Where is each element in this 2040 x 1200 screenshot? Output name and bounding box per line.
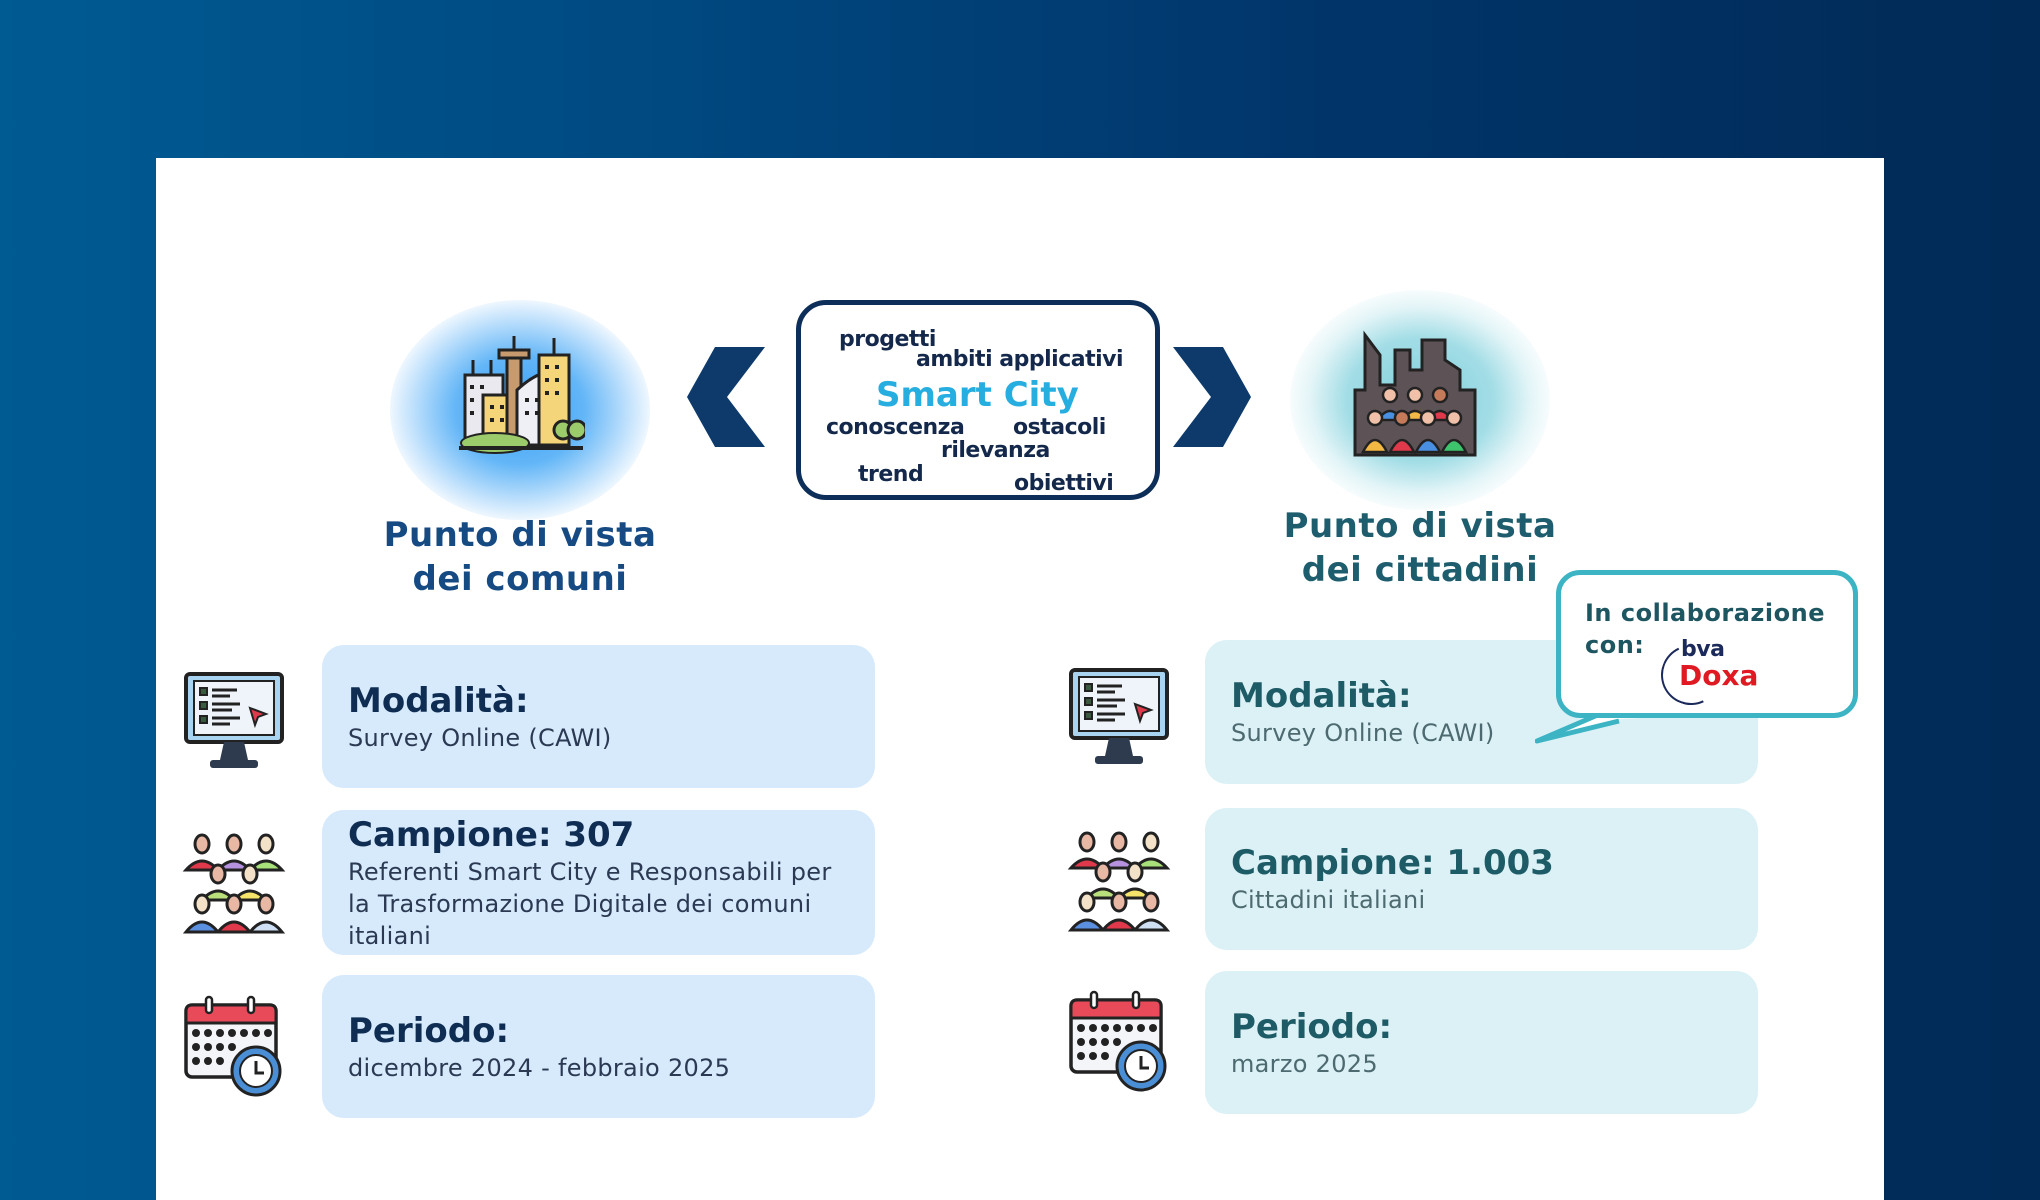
callout-line1: In collaborazione [1585,599,1825,627]
cloud-word: ostacoli [1013,415,1106,440]
method-label: Modalità: [1231,676,1412,716]
right-period-box: Periodo: marzo 2025 [1205,971,1758,1114]
period-label: Periodo: [348,1010,510,1051]
right-title-line1: Punto di vista [1283,506,1557,546]
cloud-word: rilevanza [941,438,1050,463]
left-period-box: Periodo: dicembre 2024 - febbraio 2025 [322,975,875,1118]
cloud-word: obiettivi [1014,471,1114,496]
sample-value: Cittadini italiani [1231,886,1426,914]
cloud-center-term: Smart City [876,375,1079,415]
left-title-line1: Punto di vista [383,515,657,555]
collaboration-callout: In collaborazione con: bva Doxa [1556,570,1858,718]
sample-label: Campione: 1.003 [1231,843,1554,883]
period-value: marzo 2025 [1231,1049,1378,1078]
callout-line2: con: [1585,631,1645,659]
doxa-logo-text: Doxa [1679,659,1759,692]
method-value: Survey Online (CAWI) [1231,719,1495,747]
calendar-clock-icon [1069,990,1167,1092]
cloud-word: progetti [839,327,936,352]
period-value: dicembre 2024 - febbraio 2025 [348,1053,731,1082]
cloud-word: trend [858,462,924,487]
left-title-line2: dei comuni [412,559,628,599]
bva-logo-text: bva [1681,637,1725,662]
people-group-icon [182,833,286,934]
monitor-survey-icon [184,672,284,768]
left-sample-box: Campione: 307 Referenti Smart City e Res… [322,810,875,955]
chevron-right-icon [1173,347,1251,447]
city-buildings-icon [459,336,585,454]
method-label: Modalità: [348,680,529,721]
chevron-left-icon [687,347,765,447]
people-group-icon [1067,831,1171,932]
right-column-title: Punto di vista dei cittadini [1250,504,1590,592]
left-method-box: Modalità: Survey Online (CAWI) [322,645,875,788]
left-column-title: Punto di vista dei comuni [350,513,690,601]
smart-city-word-cloud: progetti ambiti applicativi Smart City c… [796,300,1160,500]
cloud-word: conoscenza [826,415,965,440]
cloud-word: ambiti applicativi [916,347,1124,372]
monitor-survey-icon [1069,668,1169,764]
citizens-city-icon [1353,330,1477,457]
calendar-clock-icon [184,995,282,1097]
sample-label: Campione: 307 [348,814,635,855]
sample-value: Referenti Smart City e Responsabili per … [348,857,832,950]
right-sample-box: Campione: 1.003 Cittadini italiani [1205,808,1758,950]
period-label: Periodo: [1231,1006,1393,1047]
method-value: Survey Online (CAWI) [348,723,612,752]
right-title-line2: dei cittadini [1301,550,1539,590]
